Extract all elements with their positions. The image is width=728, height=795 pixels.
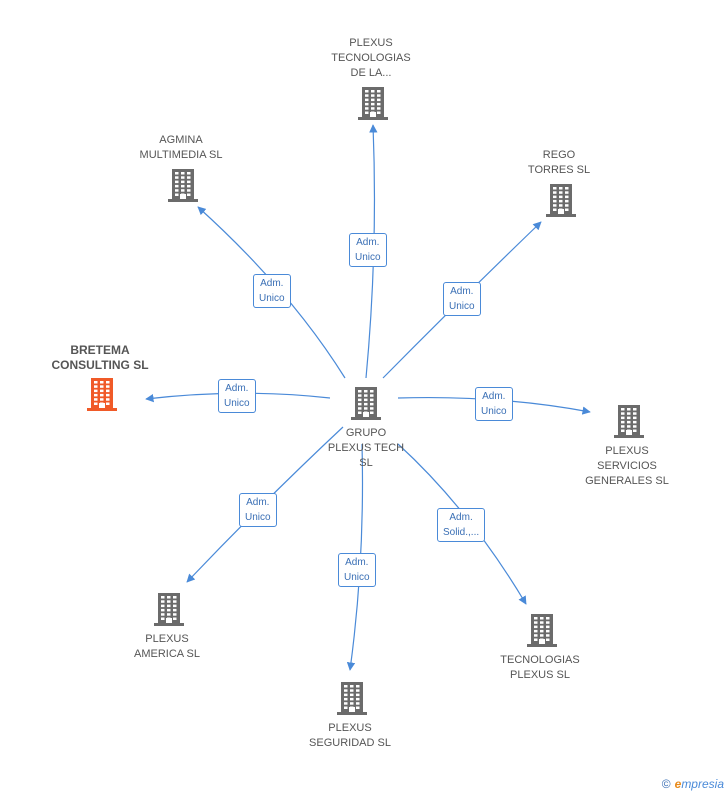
node-label-tecnologias-plexus[interactable]: TECNOLOGIAS PLEXUS SL [480,653,600,683]
node-label-bretema-line: CONSULTING SL [51,358,149,372]
edge-role-text: Unico [344,572,370,583]
edge-role-text: Adm. [482,391,506,402]
node-label-plexus-servicios-line: SERVICIOS [597,460,657,472]
edge-role-text: Adm. [246,497,270,508]
node-label-agmina[interactable]: AGMINA MULTIMEDIA SL [121,133,241,163]
edge-role-text: Unico [259,293,285,304]
node-label-rego-line: TORRES SL [527,164,591,176]
node-label-plexus-servicios[interactable]: PLEXUS SERVICIOS GENERALES SL [567,444,687,489]
edge-role-text: Unico [449,301,475,312]
node-label-tecnologias-plexus-line: PLEXUS SL [510,669,570,681]
edge-role-text: Adm. [450,286,474,297]
copyright-icon: © [661,777,671,791]
center-node-label[interactable]: GRUPO PLEXUS TECH SL [306,426,426,471]
edge-role-text: Unico [355,252,381,263]
edge-role-badge[interactable]: Adm. Unico [349,233,387,267]
center-node-label-line: GRUPO [345,427,387,439]
node-label-plexus-tecnologias[interactable]: PLEXUS TECNOLOGIAS DE LA... [311,36,431,81]
node-label-plexus-tecnologias-line: DE LA... [350,67,392,79]
building-icon [337,681,367,715]
center-node-label-line: PLEXUS TECH [327,442,405,454]
empresia-brand[interactable]: ©empresia [662,777,724,791]
highlighted-building-icon [87,377,117,411]
node-label-plexus-america[interactable]: PLEXUS AMERICA SL [107,632,227,662]
node-label-plexus-seguridad-line: SEGURIDAD SL [309,737,391,749]
edge-role-text: Adm. [449,512,473,523]
building-icon [614,404,644,438]
edge-role-text: Adm. [225,383,249,394]
node-label-plexus-tecnologias-line: TECNOLOGIAS [331,52,411,64]
edge-role-badge[interactable]: Adm. Unico [239,493,277,527]
edge-role-text: Unico [481,406,507,417]
edge-role-badge[interactable]: Adm. Unico [443,282,481,316]
building-icon [154,592,184,626]
building-icon [546,183,576,217]
building-icon [351,386,381,420]
center-node-label-line: SL [359,457,373,469]
node-label-plexus-seguridad-line: PLEXUS [328,722,372,734]
building-icon [168,168,198,202]
edge-role-text: Unico [245,512,271,523]
building-icon [358,86,388,120]
node-label-agmina-line: AGMINA [159,134,203,146]
brand-name: mpresia [681,777,724,791]
node-label-plexus-seguridad[interactable]: PLEXUS SEGURIDAD SL [290,721,410,751]
node-label-plexus-tecnologias-line: PLEXUS [349,37,393,49]
brand-first-letter: e [674,777,682,791]
node-label-bretema-line: BRETEMA [70,343,130,357]
node-label-agmina-line: MULTIMEDIA SL [139,149,223,161]
edge-role-badge[interactable]: Adm. Solid.,... [437,508,486,542]
node-label-plexus-america-line: AMERICA SL [133,648,201,660]
edge-role-text: Solid.,... [443,527,480,538]
edge-role-text: Adm. [345,557,369,568]
node-label-plexus-america-line: PLEXUS [145,633,189,645]
edge-role-badge[interactable]: Adm. Unico [218,379,256,413]
node-label-rego-line: REGO [542,149,576,161]
edge-role-badge[interactable]: Adm. Unico [338,553,376,587]
edge-role-badge[interactable]: Adm. Unico [253,274,291,308]
edge-role-text: Adm. [356,237,380,248]
building-icon [527,613,557,647]
node-label-rego[interactable]: REGO TORRES SL [499,148,619,178]
edge-role-badge[interactable]: Adm. Unico [475,387,513,421]
edge-role-text: Adm. [260,278,284,289]
node-label-plexus-servicios-line: GENERALES SL [585,475,669,487]
node-label-plexus-servicios-line: PLEXUS [605,445,649,457]
edge-role-text: Unico [224,398,250,409]
node-label-tecnologias-plexus-line: TECNOLOGIAS [500,654,580,666]
